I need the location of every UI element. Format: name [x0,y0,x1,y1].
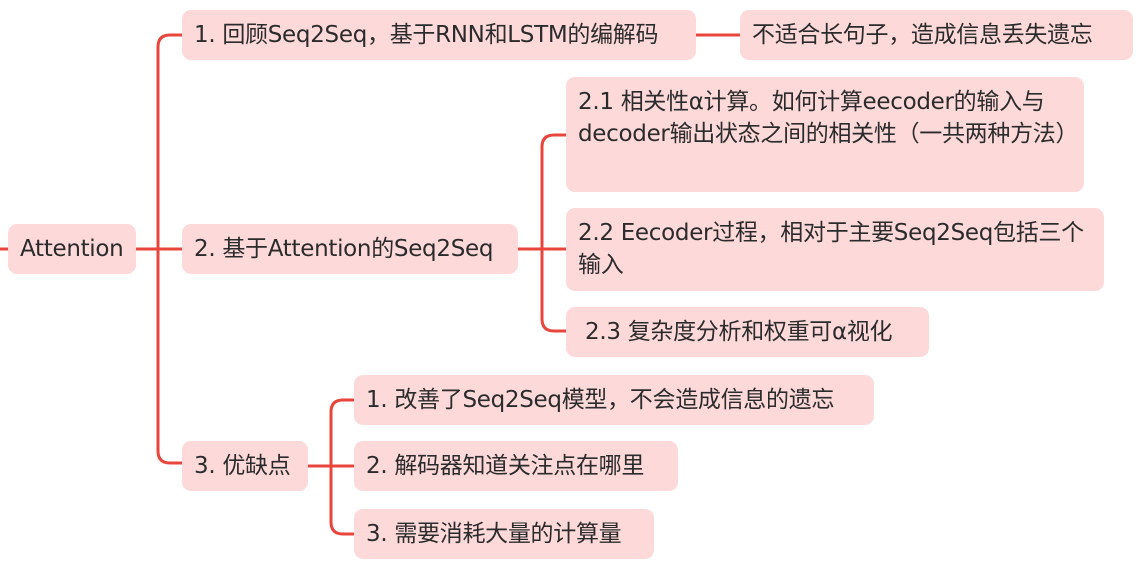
leaf-node-3-2[interactable]: 2. 解码器知道关注点在哪里 [354,441,678,491]
root-node-label: Attention [20,235,124,262]
branch-node-2-label: 2. 基于Attention的Seq2Seq [194,235,494,262]
branch-node-1-label: 1. 回顾Seq2Seq，基于RNN和LSTM的编解码 [194,21,659,48]
branch-node-2[interactable]: 2. 基于Attention的Seq2Seq [182,224,518,274]
leaf-node-2-2[interactable]: 2.2 Eecoder过程，相对于主要Seq2Seq包括三个输入 [566,208,1104,291]
branch-node-3-label: 3. 优缺点 [194,452,291,479]
connector-branch-2-trunk [540,133,568,333]
leaf-node-3-3[interactable]: 3. 需要消耗大量的计算量 [354,509,654,559]
leaf-node-1-1-label: 不适合长句子，造成信息丢失遗忘 [752,21,1093,48]
leaf-node-3-3-label: 3. 需要消耗大量的计算量 [366,520,622,547]
leaf-node-3-1-label: 1. 改善了Seq2Seq模型，不会造成信息的遗忘 [366,386,835,413]
leaf-node-2-2-label: 2.2 Eecoder过程，相对于主要Seq2Seq包括三个输入 [578,220,1084,278]
leaf-node-1-1[interactable]: 不适合长句子，造成信息丢失遗忘 [740,10,1133,60]
leaf-node-3-2-label: 2. 解码器知道关注点在哪里 [366,452,645,479]
root-node[interactable]: Attention [8,224,136,274]
leaf-node-3-1[interactable]: 1. 改善了Seq2Seq模型，不会造成信息的遗忘 [354,375,874,425]
leaf-node-2-3-label: 2.3 复杂度分析和权重可α视化 [578,318,893,345]
branch-node-1[interactable]: 1. 回顾Seq2Seq，基于RNN和LSTM的编解码 [182,10,696,60]
leaf-node-2-3[interactable]: 2.3 复杂度分析和权重可α视化 [566,307,929,357]
leaf-node-2-1[interactable]: 2.1 相关性α计算。如何计算eecoder的输入与decoder输出状态之间的… [566,77,1084,192]
branch-node-3[interactable]: 3. 优缺点 [182,441,308,491]
leaf-node-2-1-label: 2.1 相关性α计算。如何计算eecoder的输入与decoder输出状态之间的… [578,89,1079,147]
